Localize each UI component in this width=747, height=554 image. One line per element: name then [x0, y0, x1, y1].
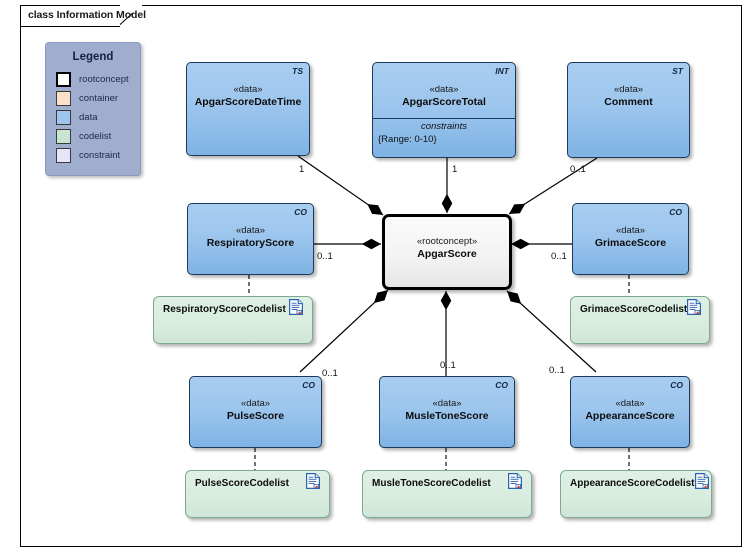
class-musletonescore[interactable]: CO «data» MusleToneScore [379, 376, 515, 448]
document-icon [687, 298, 702, 320]
class-name: Comment [604, 96, 653, 108]
legend-label-container: container [79, 93, 119, 104]
type-badge-co: CO [495, 380, 508, 390]
class-name: RespiratoryScore [206, 237, 295, 249]
class-apgarscoretotal[interactable]: INT «data» ApgarScoreTotal constraints {… [372, 62, 516, 158]
constraints-compartment: constraints {Range: 0-10} [373, 118, 515, 149]
diagram-tab [20, 5, 122, 27]
class-appearancescore[interactable]: CO «data» AppearanceScore [570, 376, 690, 448]
codelist-name: RespiratoryScoreCodelist [163, 303, 286, 315]
codelist-respiratoryscorecodelist[interactable]: RespiratoryScoreCodelist [153, 296, 313, 344]
codelist-content: AppearanceScoreCodelist [561, 471, 711, 517]
class-name: PulseScore [226, 410, 285, 422]
type-badge-co: CO [669, 207, 682, 217]
legend-label-rootconcept: rootconcept [79, 74, 129, 85]
class-name: GrimaceScore [594, 237, 667, 249]
legend-item-constraint: constraint [46, 146, 140, 165]
legend-item-container: container [46, 89, 140, 108]
stereotype-data: «data» [233, 84, 263, 95]
legend-label-codelist: codelist [79, 131, 112, 142]
class-header: «data» RespiratoryScore [188, 204, 313, 249]
legend-title: Legend [72, 51, 114, 63]
type-badge-st: ST [672, 66, 683, 76]
diagram-frame [20, 5, 742, 547]
class-header: «data» ApgarScoreDateTime [187, 63, 309, 108]
legend-swatch-rootconcept [56, 72, 71, 87]
stereotype-data: «data» [615, 225, 646, 236]
multiplicity-grimacescore: 0..1 [551, 251, 567, 262]
class-header: «rootconcept» ApgarScore [385, 217, 509, 260]
legend-label-data: data [79, 112, 98, 123]
class-name: AppearanceScore [585, 410, 675, 422]
class-name: ApgarScoreDateTime [194, 96, 302, 108]
diagram-tab-label: class Information Model [28, 9, 146, 21]
codelist-grimacescorecodelist[interactable]: GrimaceScoreCodelist [570, 296, 710, 344]
codelist-content: MusleToneScoreCodelist [363, 471, 531, 517]
class-header: «data» GrimaceScore [573, 204, 688, 249]
codelist-appearancescorecodelist[interactable]: AppearanceScoreCodelist [560, 470, 712, 518]
legend-label-constraint: constraint [79, 150, 121, 161]
class-header: «data» AppearanceScore [571, 377, 689, 422]
codelist-content: RespiratoryScoreCodelist [154, 297, 312, 343]
stereotype-data: «data» [429, 84, 459, 95]
legend-item-rootconcept: rootconcept [46, 70, 140, 89]
stereotype-data: «data» [615, 398, 645, 409]
codelist-name: GrimaceScoreCodelist [580, 303, 688, 315]
type-badge-ts: TS [292, 66, 303, 76]
class-name: MusleToneScore [405, 410, 489, 422]
legend: Legend rootconcept container data codeli… [45, 42, 141, 176]
legend-swatch-container [56, 91, 71, 106]
stereotype-rootconcept: «rootconcept» [416, 236, 478, 247]
constraint-range: {Range: 0-10} [378, 134, 437, 145]
stereotype-data: «data» [235, 225, 266, 236]
legend-swatch-codelist [56, 129, 71, 144]
document-icon [694, 472, 709, 494]
type-badge-co: CO [294, 207, 307, 217]
stereotype-data: «data» [240, 398, 271, 409]
multiplicity-apgarscoredatetime: 1 [299, 164, 305, 175]
type-badge-int: INT [495, 66, 509, 76]
legend-item-codelist: codelist [46, 127, 140, 146]
document-icon [289, 298, 303, 320]
codelist-musletonescorecodelist[interactable]: MusleToneScoreCodelist [362, 470, 532, 518]
class-respiratoryscore[interactable]: CO «data» RespiratoryScore [187, 203, 314, 275]
class-header: «data» Comment [568, 63, 689, 108]
class-name: ApgarScore [417, 248, 477, 260]
diagram-tab-slant [120, 5, 142, 28]
legend-item-data: data [46, 108, 140, 127]
document-icon [508, 472, 522, 494]
multiplicity-apgarscoretotal: 1 [452, 164, 458, 175]
class-apgarscore-root[interactable]: «rootconcept» ApgarScore [382, 214, 512, 290]
class-apgarscoredatetime[interactable]: TS «data» ApgarScoreDateTime [186, 62, 310, 156]
class-header: «data» MusleToneScore [380, 377, 514, 422]
type-badge-co: CO [670, 380, 683, 390]
multiplicity-respiratoryscore: 0..1 [317, 251, 333, 262]
codelist-content: GrimaceScoreCodelist [571, 297, 709, 343]
codelist-name: MusleToneScoreCodelist [372, 477, 491, 489]
codelist-content: PulseScoreCodelist [186, 471, 329, 517]
codelist-pulsescorecodelist[interactable]: PulseScoreCodelist [185, 470, 330, 518]
codelist-name: AppearanceScoreCodelist [570, 477, 695, 489]
multiplicity-comment: 0..1 [570, 164, 586, 175]
class-comment[interactable]: ST «data» Comment [567, 62, 690, 158]
multiplicity-appearancescore: 0..1 [549, 365, 565, 376]
legend-swatch-constraint [56, 148, 71, 163]
legend-swatch-data [56, 110, 71, 125]
codelist-name: PulseScoreCodelist [195, 477, 289, 489]
class-grimacescore[interactable]: CO «data» GrimaceScore [572, 203, 689, 275]
class-pulsescore[interactable]: CO «data» PulseScore [189, 376, 322, 448]
class-header: «data» ApgarScoreTotal [373, 63, 515, 108]
multiplicity-musletonescore: 0..1 [440, 360, 456, 371]
type-badge-co: CO [302, 380, 315, 390]
stereotype-data: «data» [432, 398, 462, 409]
document-icon [306, 472, 320, 494]
multiplicity-pulsescore: 0..1 [322, 368, 338, 379]
class-header: «data» PulseScore [190, 377, 321, 422]
legend-rows: rootconcept container data codelist cons… [46, 70, 140, 165]
stereotype-data: «data» [613, 84, 644, 95]
class-name: ApgarScoreTotal [402, 96, 486, 108]
constraints-label: constraints [421, 121, 467, 132]
